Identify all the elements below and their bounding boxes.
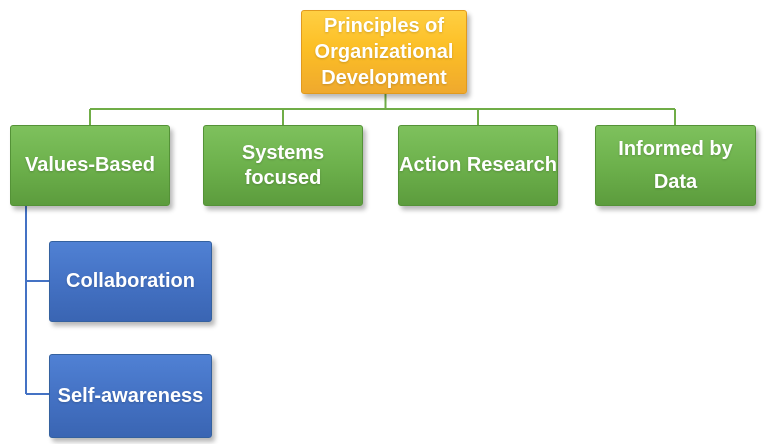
- node-values-based: Values-Based: [10, 125, 170, 206]
- node-label-line: focused: [244, 166, 322, 189]
- node-label-line: Action Research: [399, 154, 557, 176]
- node-label-line: Collaboration: [66, 270, 195, 292]
- node-systems-focused: Systems focused: [203, 125, 363, 206]
- node-action-research: Action Research: [398, 125, 558, 206]
- node-collaboration: Collaboration: [49, 241, 212, 322]
- node-label-line: Informed by: [618, 137, 733, 160]
- node-self-awareness: Self-awareness: [49, 354, 212, 438]
- node-label-line: Self-awareness: [57, 384, 204, 407]
- node-label-line: Systems: [241, 141, 325, 164]
- node-principles-of-organizational-development: Principles of Organizational Development: [301, 10, 467, 94]
- node-label-line: Principles of: [323, 15, 445, 37]
- node-label-line: Development: [321, 67, 447, 89]
- node-informed-by-data: Informed by Data: [595, 125, 756, 206]
- connector-root-to-level1: [89, 94, 676, 125]
- node-label-line: Values-Based: [24, 154, 156, 176]
- node-label-line: Data: [653, 170, 698, 193]
- node-label-line: Organizational: [314, 41, 454, 63]
- connector-values-to-children: [25, 206, 49, 395]
